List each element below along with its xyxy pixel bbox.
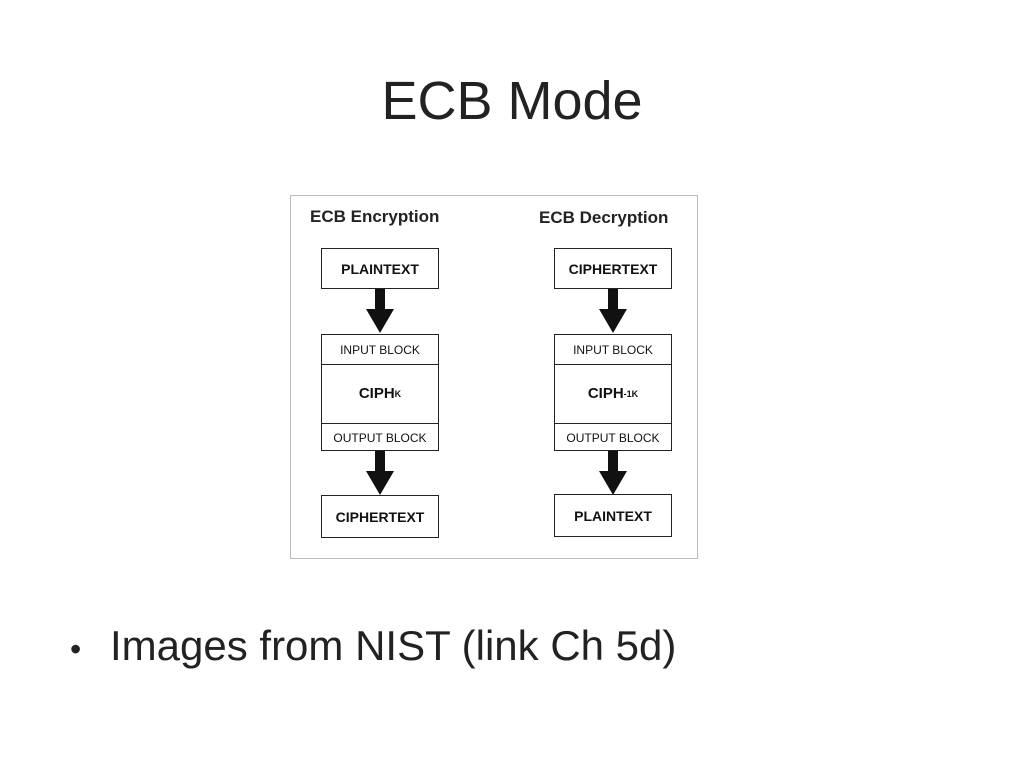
decryption-cipher-key: K bbox=[631, 388, 639, 399]
bullet-list: • Images from NIST (link Ch 5d) bbox=[70, 622, 676, 670]
decryption-arrow-down-2 bbox=[599, 451, 627, 495]
decryption-cipher-inverse: -1 bbox=[623, 388, 632, 399]
encryption-arrow-down-2 bbox=[366, 451, 394, 495]
slide-title: ECB Mode bbox=[381, 71, 643, 131]
decryption-arrow-down-1 bbox=[599, 289, 627, 333]
decryption-input-block: INPUT BLOCK bbox=[555, 335, 671, 365]
encryption-cipher-label: CIPH bbox=[358, 385, 395, 402]
bullet-text: Images from NIST (link Ch 5d) bbox=[110, 622, 677, 669]
bullet-item: • Images from NIST (link Ch 5d) bbox=[70, 622, 676, 670]
bullet-marker: • bbox=[70, 631, 82, 667]
encryption-arrow-down-1 bbox=[366, 289, 394, 333]
encryption-heading: ECB Encryption bbox=[310, 207, 440, 226]
decryption-heading: ECB Decryption bbox=[539, 208, 669, 227]
encryption-ciphertext-box: CIPHERTEXT bbox=[321, 495, 439, 538]
encryption-cipher-key: K bbox=[394, 388, 402, 399]
decryption-plaintext-box: PLAINTEXT bbox=[554, 494, 672, 537]
encryption-input-block: INPUT BLOCK bbox=[322, 335, 438, 365]
encryption-plaintext-box: PLAINTEXT bbox=[321, 248, 439, 289]
ecb-diagram: ECB Encryption PLAINTEXT INPUT BLOCK CIP… bbox=[290, 195, 698, 559]
decryption-ciphertext-box: CIPHERTEXT bbox=[554, 248, 672, 289]
encryption-output-block: OUTPUT BLOCK bbox=[322, 423, 438, 452]
decryption-cipher-label: CIPH bbox=[587, 385, 624, 402]
decryption-output-block: OUTPUT BLOCK bbox=[555, 423, 671, 452]
